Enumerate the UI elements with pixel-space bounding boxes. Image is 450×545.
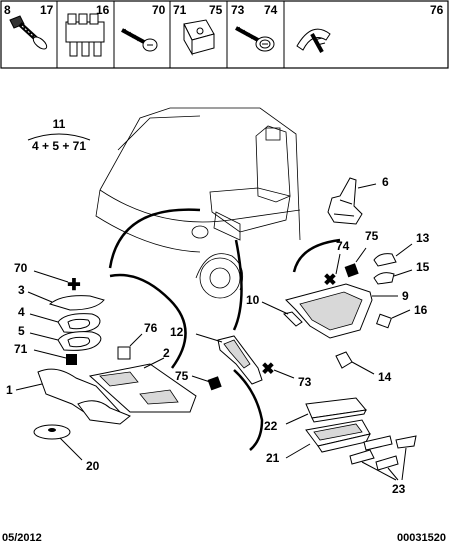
part-21-tray: 21 — [266, 419, 371, 465]
callout-20: 20 — [86, 459, 100, 473]
callout-6: 6 — [382, 175, 389, 189]
part-14-clip: 14 — [335, 351, 392, 384]
header-label-74: 74 — [264, 3, 278, 17]
marker-76: 76 — [117, 321, 158, 360]
marker-75-right: 75 — [344, 229, 379, 278]
bolt-washer-icon — [9, 15, 48, 50]
cross-marker-icon: ✖ — [323, 272, 336, 289]
square-marker-icon — [344, 263, 359, 278]
push-rivet-icon — [296, 28, 331, 53]
footer-date: 05/2012 — [2, 532, 42, 544]
plus-marker-icon: ✚ — [67, 277, 80, 294]
formula-bottom: 4 + 5 + 71 — [32, 139, 86, 153]
part-13-clip: 13 — [373, 231, 430, 267]
marker-74-right: ✖ 74 — [323, 239, 349, 289]
callout-75-right: 75 — [365, 229, 379, 243]
part-9-tray: 9 — [285, 283, 409, 339]
part-4-seal: 4 — [18, 305, 101, 333]
part-6-bracket: 6 — [327, 175, 389, 225]
part-20-plug: 20 — [33, 424, 100, 473]
header-label-16: 16 — [96, 3, 110, 17]
footer-ref: 00031520 — [397, 532, 446, 544]
callout-12: 12 — [170, 325, 184, 339]
cross-marker-icon: ✖ — [261, 361, 274, 378]
screw-washer-icon — [235, 26, 275, 52]
marker-71: 71 — [14, 342, 77, 365]
part-1-insulation: 1 — [6, 368, 131, 425]
marker-75-left: 75 — [175, 369, 222, 391]
header-label-73: 73 — [231, 3, 245, 17]
callout-5: 5 — [18, 324, 25, 338]
callout-9: 9 — [402, 289, 409, 303]
part-5-frame: 5 — [18, 324, 102, 351]
part-23-inserts: 23 — [349, 435, 417, 496]
callout-1: 1 — [6, 383, 13, 397]
callout-23: 23 — [392, 482, 406, 496]
part-2-floor-panel: 2 — [88, 346, 197, 413]
callout-70: 70 — [14, 261, 28, 275]
callout-3: 3 — [18, 283, 25, 297]
part-22-lid: 22 — [264, 397, 367, 433]
header-label-70: 70 — [152, 3, 166, 17]
callout-10: 10 — [246, 293, 260, 307]
hollow-square-marker-icon — [117, 346, 131, 360]
callout-22: 22 — [264, 419, 278, 433]
header-label-17: 17 — [40, 3, 54, 17]
square-nut-clip-icon — [183, 19, 215, 56]
callout-75-left: 75 — [175, 369, 189, 383]
marker-73: ✖ 73 — [261, 361, 311, 389]
multi-clip-icon — [65, 13, 105, 57]
van-outline — [95, 107, 301, 299]
callout-16: 16 — [414, 303, 428, 317]
callout-15: 15 — [416, 260, 430, 274]
header-label-76: 76 — [430, 3, 444, 17]
callout-74: 74 — [336, 239, 350, 253]
marker-70: ✚ 70 — [14, 261, 81, 294]
formula: 11 4 + 5 + 71 — [27, 117, 91, 153]
callout-4: 4 — [18, 305, 25, 319]
formula-top: 11 — [53, 117, 66, 131]
callout-13: 13 — [416, 231, 430, 245]
callout-14: 14 — [378, 370, 392, 384]
square-marker-icon — [207, 376, 222, 391]
part-10-strip: 10 — [246, 293, 303, 327]
header-label-71: 71 — [173, 3, 187, 17]
header-label-75: 75 — [209, 3, 223, 17]
callout-76: 76 — [144, 321, 158, 335]
part-12-bracket: 12 — [170, 325, 263, 385]
header-label-8: 8 — [4, 3, 11, 17]
header-strip: 8 17 16 70 71 — [0, 0, 449, 69]
callout-21: 21 — [266, 451, 280, 465]
square-marker-icon — [66, 354, 77, 365]
callout-73: 73 — [298, 375, 312, 389]
part-15-clip: 15 — [373, 260, 430, 285]
part-3-cover: 3 — [18, 283, 105, 311]
callout-2: 2 — [163, 346, 170, 360]
callout-71: 71 — [14, 342, 28, 356]
leader-curves — [108, 208, 341, 451]
screw-icon — [121, 28, 158, 52]
part-16-clip: 16 — [376, 303, 428, 329]
